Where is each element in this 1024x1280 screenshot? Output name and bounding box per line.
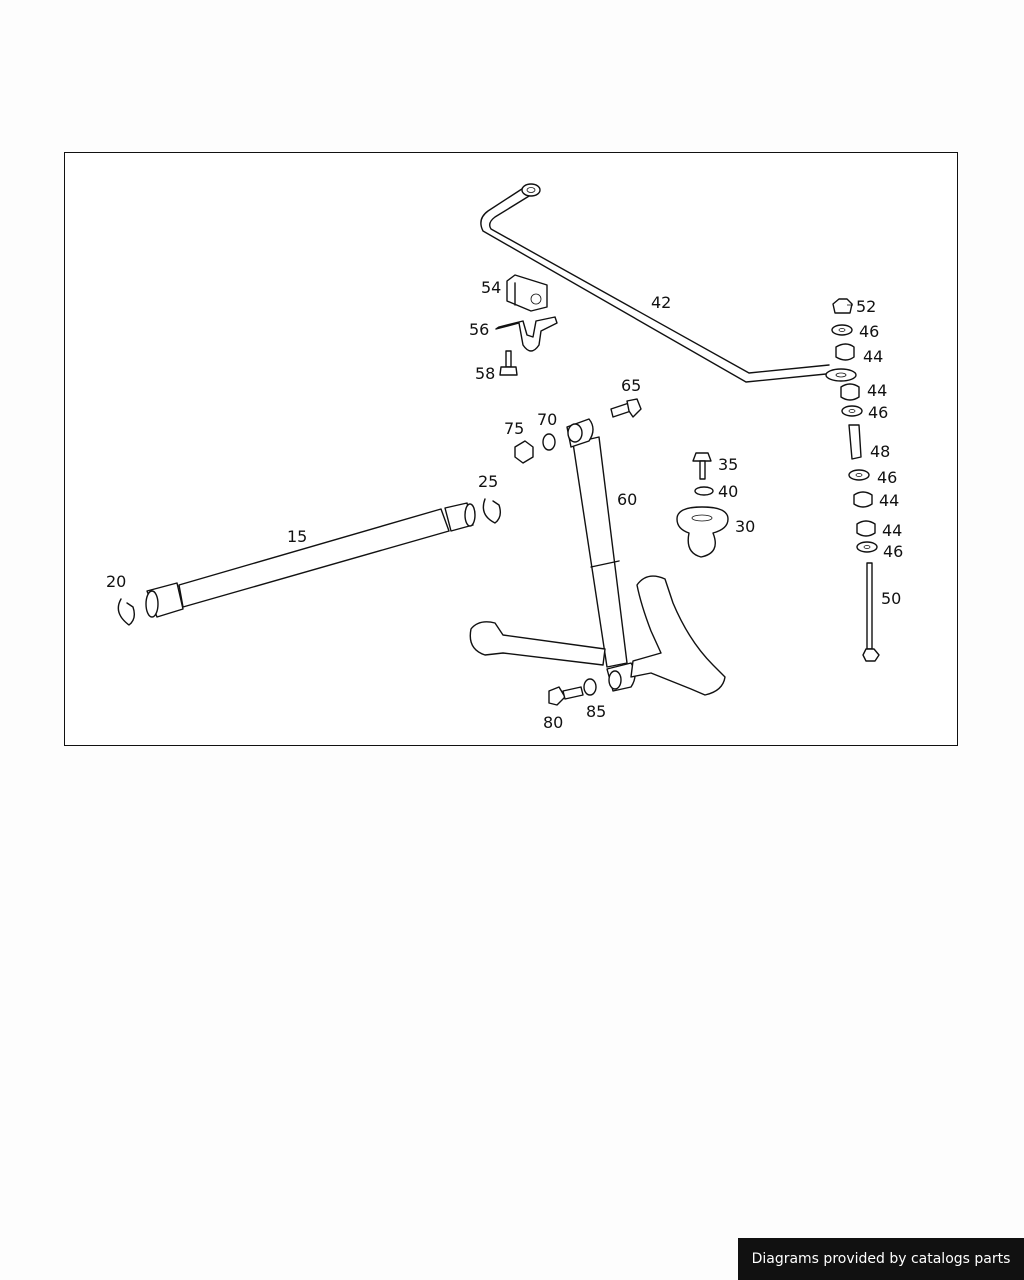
callout-44c: 44 (879, 491, 899, 510)
callout-65: 65 (621, 376, 641, 395)
rubber-mount (506, 274, 548, 312)
circlip-left (117, 598, 136, 626)
callout-15: 15 (287, 527, 307, 546)
lower-bolt (548, 686, 584, 706)
callout-50: 50 (881, 589, 901, 608)
bump-stop (676, 506, 729, 558)
bump-stop-washer (694, 486, 714, 496)
callout-46a: 46 (859, 322, 879, 341)
callout-60: 60 (617, 490, 637, 509)
circlip-right (482, 498, 502, 524)
callout-46d: 46 (883, 542, 903, 561)
callout-44a: 44 (863, 347, 883, 366)
exploded-parts-diagram: 15 20 25 30 35 40 42 44 44 44 44 46 46 4… (106, 183, 903, 732)
callout-58: 58 (475, 364, 495, 383)
upper-nut (514, 440, 534, 464)
link-stack (831, 298, 880, 662)
callout-44d: 44 (882, 521, 902, 540)
callout-40: 40 (718, 482, 738, 501)
callout-75: 75 (504, 419, 524, 438)
upper-washer (542, 433, 556, 451)
callout-80: 80 (543, 713, 563, 732)
parts-diagram-frame: 15 20 25 30 35 40 42 44 44 44 44 46 46 4… (64, 152, 958, 746)
callout-46c: 46 (877, 468, 897, 487)
shock-absorber (566, 418, 636, 692)
callout-56: 56 (469, 320, 489, 339)
upper-bolt (610, 398, 642, 418)
axle-shaft (145, 502, 476, 618)
callout-44b: 44 (867, 381, 887, 400)
part-callouts: 15 20 25 30 35 40 42 44 44 44 44 46 46 4… (106, 278, 903, 732)
lower-washer (583, 678, 597, 696)
callout-70: 70 (537, 410, 557, 429)
callout-42: 42 (651, 293, 671, 312)
callout-35: 35 (718, 455, 738, 474)
callout-30: 30 (735, 517, 755, 536)
diagram-credit-banner: Diagrams provided by catalogs parts (738, 1238, 1024, 1280)
callout-48: 48 (870, 442, 890, 461)
callout-52: 52 (856, 297, 876, 316)
credit-text: Diagrams provided by catalogs parts (751, 1251, 1011, 1267)
callout-25: 25 (478, 472, 498, 491)
callout-85: 85 (586, 702, 606, 721)
callout-20: 20 (106, 572, 126, 591)
stabilizer-bar (480, 183, 857, 383)
bump-stop-bolt (692, 452, 712, 480)
mounting-bracket (495, 316, 558, 352)
bracket-bolt (499, 350, 518, 376)
callout-54: 54 (481, 278, 501, 297)
control-arm (469, 575, 726, 696)
callout-46b: 46 (868, 403, 888, 422)
